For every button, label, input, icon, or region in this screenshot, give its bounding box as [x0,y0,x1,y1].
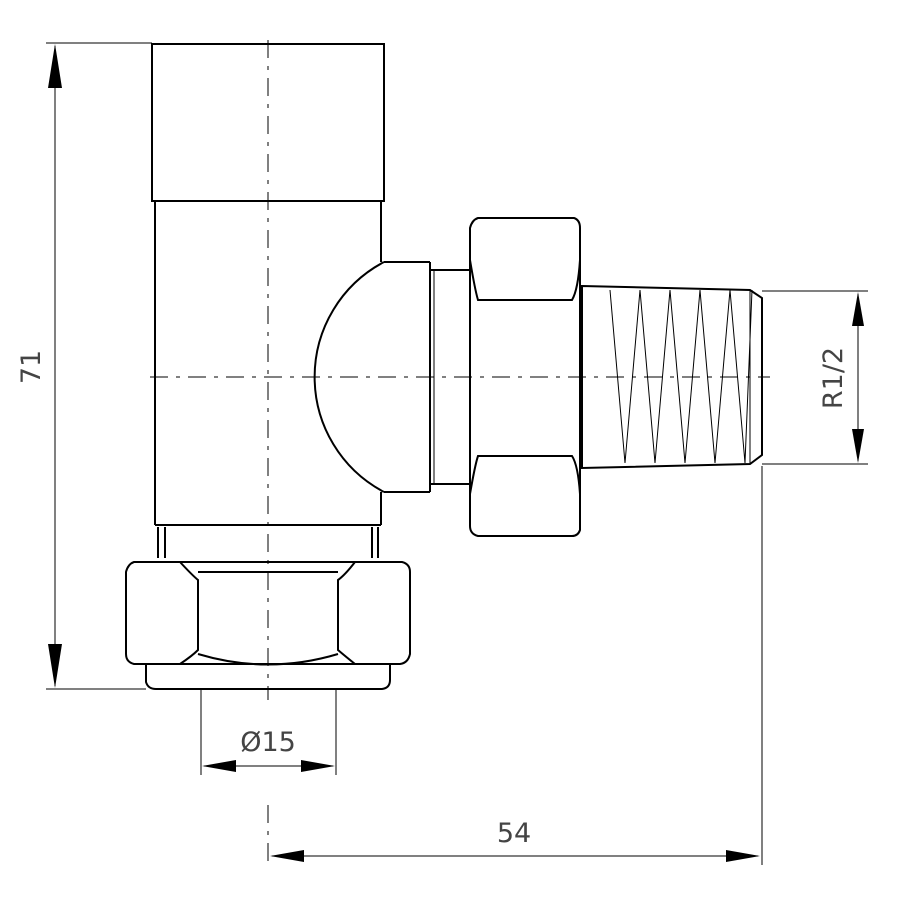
dimension-width: 54 [270,466,763,865]
dimension-height: 71 [16,42,152,690]
pipe-diameter-label: Ø15 [240,727,296,758]
thread-dimension-label: R1/2 [818,347,849,409]
threaded-tail [581,284,763,470]
height-dimension-label: 71 [16,350,47,384]
dimension-thread: R1/2 [762,290,868,465]
pipe-connector-stem [157,527,379,558]
dimension-pipe-diameter: Ø15 [200,690,337,775]
union-hex-nut [469,217,581,537]
width-dimension-label: 54 [497,818,531,849]
compression-hex-nut [125,561,411,690]
valve-body [151,43,385,526]
centerlines [150,40,770,865]
